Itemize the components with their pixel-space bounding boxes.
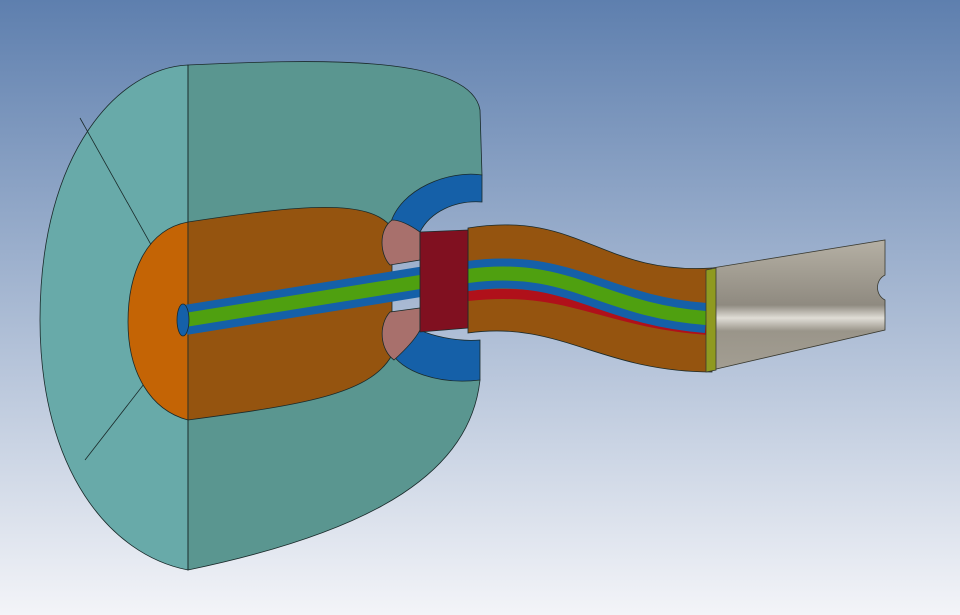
yellow-ring xyxy=(705,267,717,373)
end-fitting[interactable] xyxy=(705,239,886,373)
red-block xyxy=(419,229,469,333)
green-channel xyxy=(183,266,707,327)
core[interactable] xyxy=(127,173,483,421)
blue-ring-upper xyxy=(389,173,483,233)
core-front-face xyxy=(127,221,189,421)
grey-end-body xyxy=(711,239,886,371)
tube[interactable] xyxy=(176,224,713,373)
housing-left-face xyxy=(39,64,189,571)
channel-end xyxy=(176,303,190,337)
blue-ring-lower xyxy=(389,329,481,382)
pink-insert-lower xyxy=(381,307,421,361)
